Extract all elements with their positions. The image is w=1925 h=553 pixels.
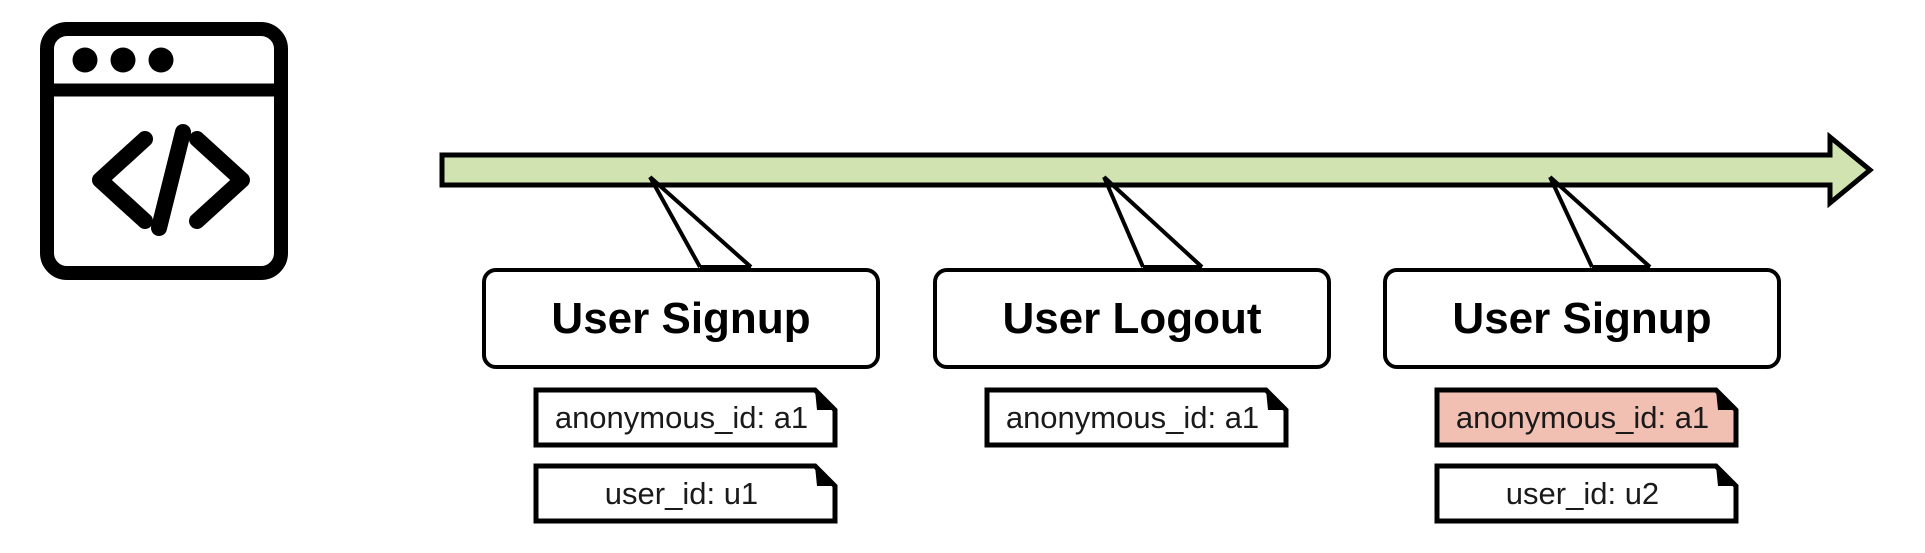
attribute-note-label: user_id: u2 <box>1505 476 1660 511</box>
angle-bracket-left <box>92 131 153 229</box>
time-arrow-shape <box>439 131 1874 209</box>
attribute-note-user-id-3[interactable]: user_id: u2 <box>1434 463 1739 524</box>
event-title: User Signup <box>551 293 811 343</box>
event-box-2[interactable]: User Logout <box>933 268 1331 369</box>
leader-line-2a <box>1102 176 1145 268</box>
event-title: User Logout <box>1002 293 1262 343</box>
window-dot-1 <box>72 47 98 73</box>
window-dot-2 <box>110 47 136 73</box>
attribute-note-anonymous-id-2[interactable]: anonymous_id: a1 <box>984 387 1289 448</box>
attribute-note-label: anonymous_id: a1 <box>1005 400 1260 435</box>
event-box-3[interactable]: User Signup <box>1383 268 1781 369</box>
attribute-note-anonymous-id-1[interactable]: anonymous_id: a1 <box>533 387 838 448</box>
window-dot-3 <box>148 47 174 73</box>
leader-line-3b <box>1548 175 1652 269</box>
attribute-note-anonymous-id-3[interactable]: anonymous_id: a1 <box>1434 387 1739 448</box>
leader-line-1b <box>648 175 753 269</box>
leader-line-3a <box>1548 176 1594 268</box>
attribute-note-label: anonymous_id: a1 <box>554 400 809 435</box>
event-title: User Signup <box>1452 293 1712 343</box>
code-window-icon <box>40 22 288 280</box>
leader-line-2b <box>1102 175 1204 269</box>
attribute-note-user-id-1[interactable]: user_id: u1 <box>533 463 838 524</box>
angle-bracket-right <box>189 131 250 229</box>
attribute-note-label: user_id: u1 <box>604 476 759 511</box>
event-box-1[interactable]: User Signup <box>482 268 880 369</box>
leader-line-1a <box>648 176 702 268</box>
attribute-note-label: anonymous_id: a1 <box>1455 400 1710 435</box>
slash <box>151 124 191 236</box>
